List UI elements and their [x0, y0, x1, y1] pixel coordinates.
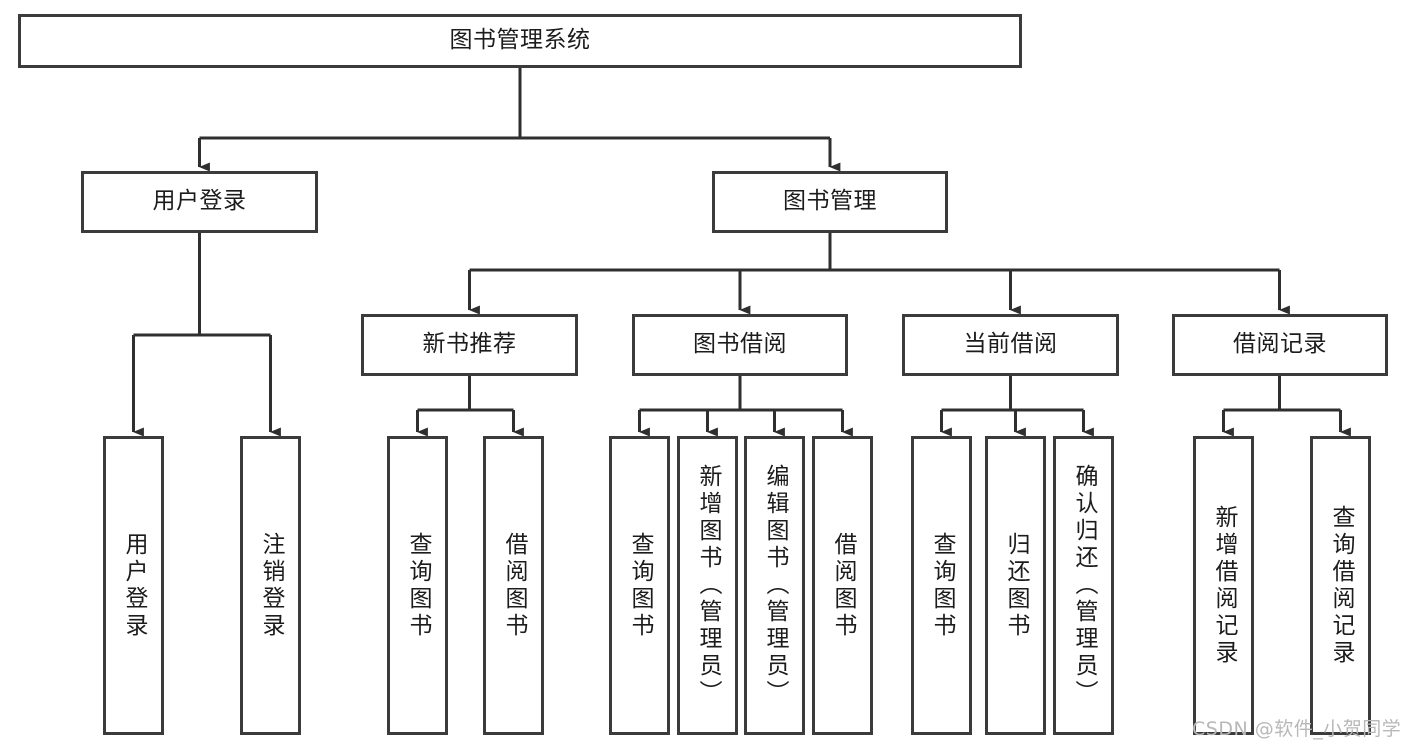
node-leaf-edit-book-admin-label: 编辑图书（管理员） [762, 464, 788, 707]
node-user-login-label: 用户登录 [152, 188, 247, 215]
node-leaf-confirm-return-admin-label: 确认归还（管理员） [1071, 464, 1097, 707]
node-leaf-user-logout-label: 注销登录 [258, 532, 284, 640]
node-leaf-user-login-label: 用户登录 [121, 532, 147, 640]
node-current-borrow-label: 当前借阅 [963, 331, 1058, 358]
node-leaf-query-borrow-record[interactable]: 查询借阅记录 [1310, 436, 1371, 735]
node-leaf-user-logout[interactable]: 注销登录 [240, 436, 301, 735]
node-leaf-return-book[interactable]: 归还图书 [985, 436, 1046, 735]
node-borrow-record-label: 借阅记录 [1233, 331, 1327, 358]
node-new-book-recommend[interactable]: 新书推荐 [361, 314, 578, 376]
node-leaf-user-login[interactable]: 用户登录 [103, 436, 164, 735]
node-leaf-query-book-new[interactable]: 查询图书 [387, 436, 448, 735]
node-leaf-borrow-book-new-label: 借阅图书 [501, 532, 527, 640]
node-leaf-query-borrow-record-label: 查询借阅记录 [1328, 505, 1354, 667]
node-leaf-add-borrow-record[interactable]: 新增借阅记录 [1193, 436, 1254, 735]
node-book-borrow-label: 图书借阅 [693, 331, 787, 358]
node-leaf-add-book-admin-label: 新增图书（管理员） [695, 464, 721, 707]
node-leaf-confirm-return-admin[interactable]: 确认归还（管理员） [1053, 436, 1114, 735]
node-root-label: 图书管理系统 [449, 27, 591, 54]
node-root[interactable]: 图书管理系统 [18, 14, 1022, 68]
node-borrow-record[interactable]: 借阅记录 [1172, 314, 1388, 376]
node-leaf-query-book-borrow[interactable]: 查询图书 [609, 436, 670, 735]
node-leaf-borrow-book[interactable]: 借阅图书 [812, 436, 873, 735]
node-leaf-return-book-label: 归还图书 [1003, 532, 1029, 640]
node-current-borrow[interactable]: 当前借阅 [902, 314, 1119, 376]
node-book-management-label: 图书管理 [783, 188, 877, 215]
node-leaf-edit-book-admin[interactable]: 编辑图书（管理员） [744, 436, 805, 735]
node-leaf-add-borrow-record-label: 新增借阅记录 [1211, 505, 1237, 667]
node-book-borrow[interactable]: 图书借阅 [632, 314, 848, 376]
node-leaf-query-book-borrow-label: 查询图书 [627, 532, 653, 640]
node-leaf-query-book-new-label: 查询图书 [405, 532, 431, 640]
node-user-login[interactable]: 用户登录 [81, 171, 318, 233]
node-leaf-borrow-book-label: 借阅图书 [830, 532, 856, 640]
node-leaf-query-book-current-label: 查询图书 [929, 532, 955, 640]
node-new-book-recommend-label: 新书推荐 [422, 331, 517, 358]
csdn-watermark: CSDN @软件_小贺同学 [1192, 718, 1402, 740]
node-leaf-add-book-admin[interactable]: 新增图书（管理员） [677, 436, 738, 735]
node-leaf-query-book-current[interactable]: 查询图书 [911, 436, 972, 735]
node-book-management[interactable]: 图书管理 [712, 171, 948, 233]
node-leaf-borrow-book-new[interactable]: 借阅图书 [483, 436, 544, 735]
